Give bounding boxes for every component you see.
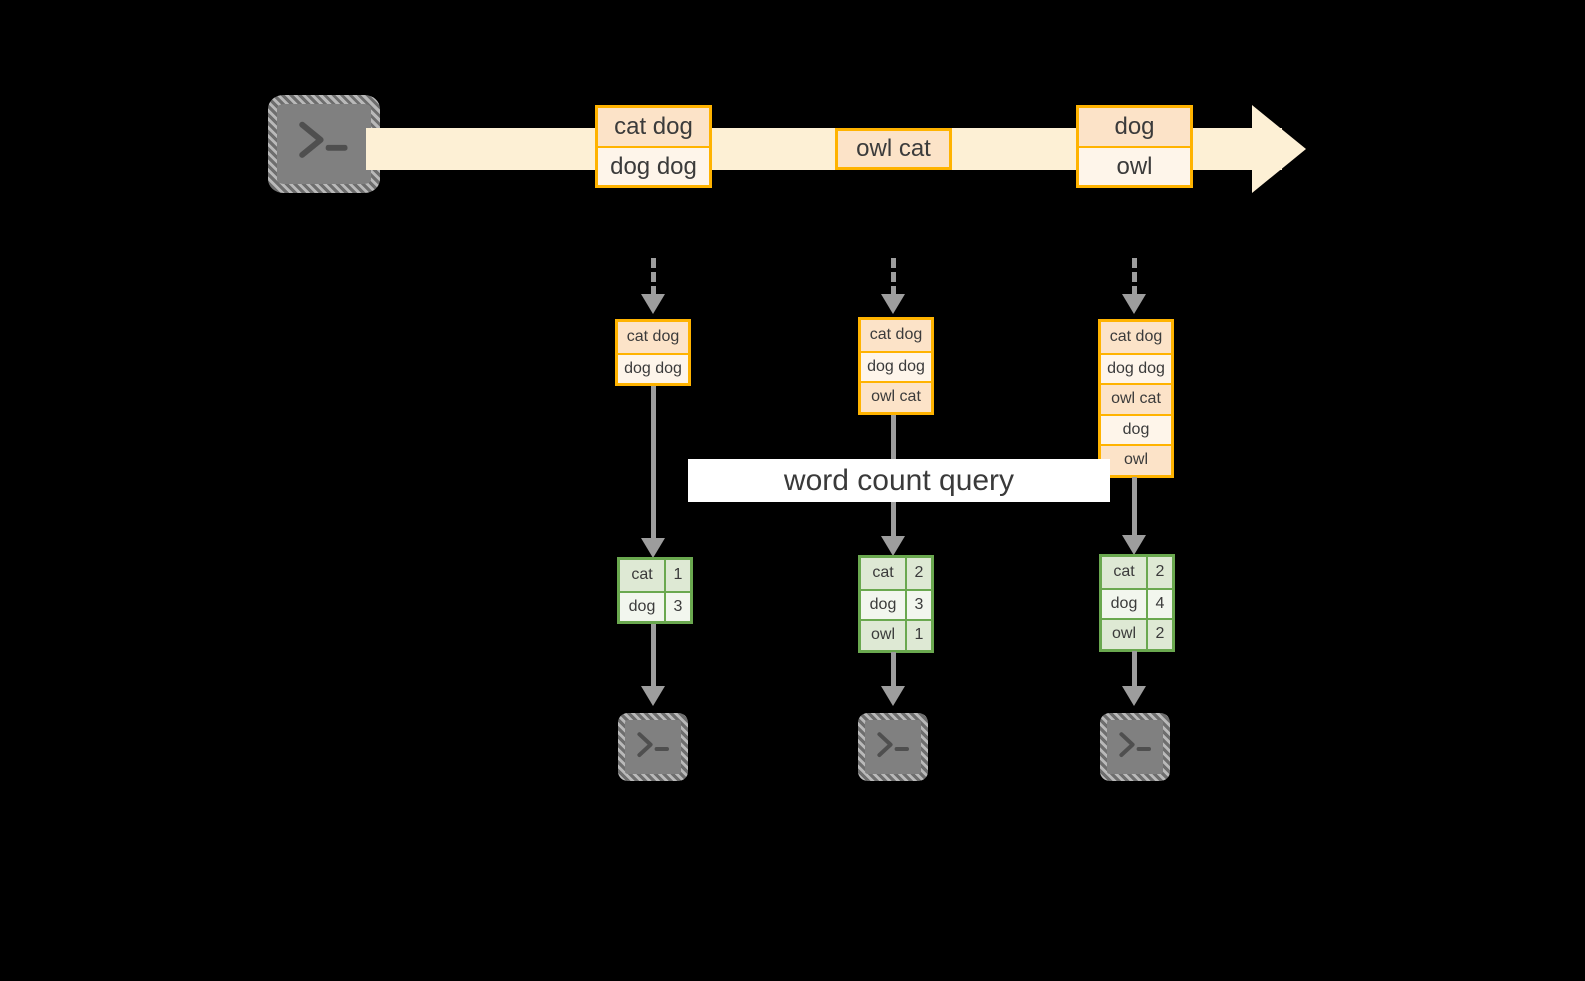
result-count: 2 bbox=[905, 558, 931, 589]
result-row: dog 3 bbox=[861, 588, 931, 619]
result-row: dog 4 bbox=[1102, 587, 1172, 618]
sink-terminal-icon-2 bbox=[858, 713, 928, 781]
result-word: cat bbox=[861, 558, 905, 589]
query-label: word count query bbox=[783, 463, 1015, 497]
result-count: 2 bbox=[1146, 557, 1172, 588]
snapshot-1-result: cat 1 dog 3 bbox=[617, 557, 693, 624]
sink-terminal-icon-3 bbox=[1100, 713, 1170, 781]
buffer-line: owl cat bbox=[1101, 383, 1171, 414]
result-count: 1 bbox=[664, 560, 690, 591]
stream-record-1: cat dog dog dog bbox=[595, 105, 712, 188]
buffer-line: dog dog bbox=[861, 350, 931, 381]
ingest-arrowhead-1 bbox=[641, 294, 665, 314]
buffer-line: dog bbox=[1101, 413, 1171, 444]
ingest-connector-3 bbox=[1132, 258, 1137, 296]
flow-arrowhead-2a bbox=[881, 536, 905, 556]
result-count: 3 bbox=[905, 590, 931, 619]
snapshot-2-buffer: cat dog dog dog owl cat bbox=[858, 317, 934, 415]
buffer-line: owl bbox=[1101, 444, 1171, 475]
result-count: 3 bbox=[664, 592, 690, 621]
sink-terminal-icon-1 bbox=[618, 713, 688, 781]
buffer-line: owl cat bbox=[861, 381, 931, 412]
stream-record-3: dog owl bbox=[1076, 105, 1193, 188]
result-count: 1 bbox=[905, 621, 931, 650]
flow-arrowhead-1a bbox=[641, 538, 665, 558]
stream-arrow-head bbox=[1252, 105, 1306, 193]
source-terminal-icon bbox=[268, 95, 380, 193]
result-word: cat bbox=[1102, 557, 1146, 588]
flow-connector-3b bbox=[1132, 651, 1137, 689]
query-label-band: word count query bbox=[688, 459, 1110, 502]
flow-arrowhead-1b bbox=[641, 686, 665, 706]
result-count: 4 bbox=[1146, 589, 1172, 618]
snapshot-2-result: cat 2 dog 3 owl 1 bbox=[858, 555, 934, 653]
snapshot-1-buffer: cat dog dog dog bbox=[615, 319, 691, 386]
flow-arrowhead-3b bbox=[1122, 686, 1146, 706]
buffer-line: dog dog bbox=[1101, 352, 1171, 383]
flow-connector-1a bbox=[651, 386, 656, 541]
result-word: dog bbox=[861, 590, 905, 619]
flow-arrowhead-2b bbox=[881, 686, 905, 706]
flow-connector-3a bbox=[1132, 477, 1137, 539]
buffer-line: cat dog bbox=[1101, 322, 1171, 353]
ingest-arrowhead-2 bbox=[881, 294, 905, 314]
stream-record-line: owl cat bbox=[838, 131, 949, 167]
terminal-prompt-glyph bbox=[865, 720, 921, 774]
result-word: dog bbox=[1102, 589, 1146, 618]
ingest-connector-2 bbox=[891, 258, 896, 296]
result-count: 2 bbox=[1146, 620, 1172, 649]
result-word: dog bbox=[620, 592, 664, 621]
stream-record-line: dog dog bbox=[598, 146, 709, 185]
terminal-prompt-glyph bbox=[625, 720, 681, 774]
result-row: owl 2 bbox=[1102, 618, 1172, 649]
terminal-prompt-glyph bbox=[277, 104, 371, 184]
result-row: cat 1 bbox=[620, 560, 690, 591]
result-word: owl bbox=[861, 621, 905, 650]
flow-connector-2b bbox=[891, 652, 896, 689]
result-row: cat 2 bbox=[861, 558, 931, 589]
stream-record-line: dog bbox=[1079, 108, 1190, 147]
ingest-arrowhead-3 bbox=[1122, 294, 1146, 314]
buffer-line: cat dog bbox=[618, 322, 688, 353]
result-row: dog 3 bbox=[620, 590, 690, 621]
result-word: owl bbox=[1102, 620, 1146, 649]
flow-arrowhead-3a bbox=[1122, 535, 1146, 555]
stream-record-line: cat dog bbox=[598, 108, 709, 147]
snapshot-3-result: cat 2 dog 4 owl 2 bbox=[1099, 554, 1175, 652]
stream-record-line: owl bbox=[1079, 146, 1190, 185]
result-word: cat bbox=[620, 560, 664, 591]
snapshot-3-buffer: cat dog dog dog owl cat dog owl bbox=[1098, 319, 1174, 478]
terminal-prompt-glyph bbox=[1107, 720, 1163, 774]
result-row: cat 2 bbox=[1102, 557, 1172, 588]
ingest-connector-1 bbox=[651, 258, 656, 296]
result-row: owl 1 bbox=[861, 619, 931, 650]
stream-record-2: owl cat bbox=[835, 128, 952, 170]
flow-connector-1b bbox=[651, 624, 656, 689]
buffer-line: cat dog bbox=[861, 320, 931, 351]
buffer-line: dog dog bbox=[618, 352, 688, 383]
